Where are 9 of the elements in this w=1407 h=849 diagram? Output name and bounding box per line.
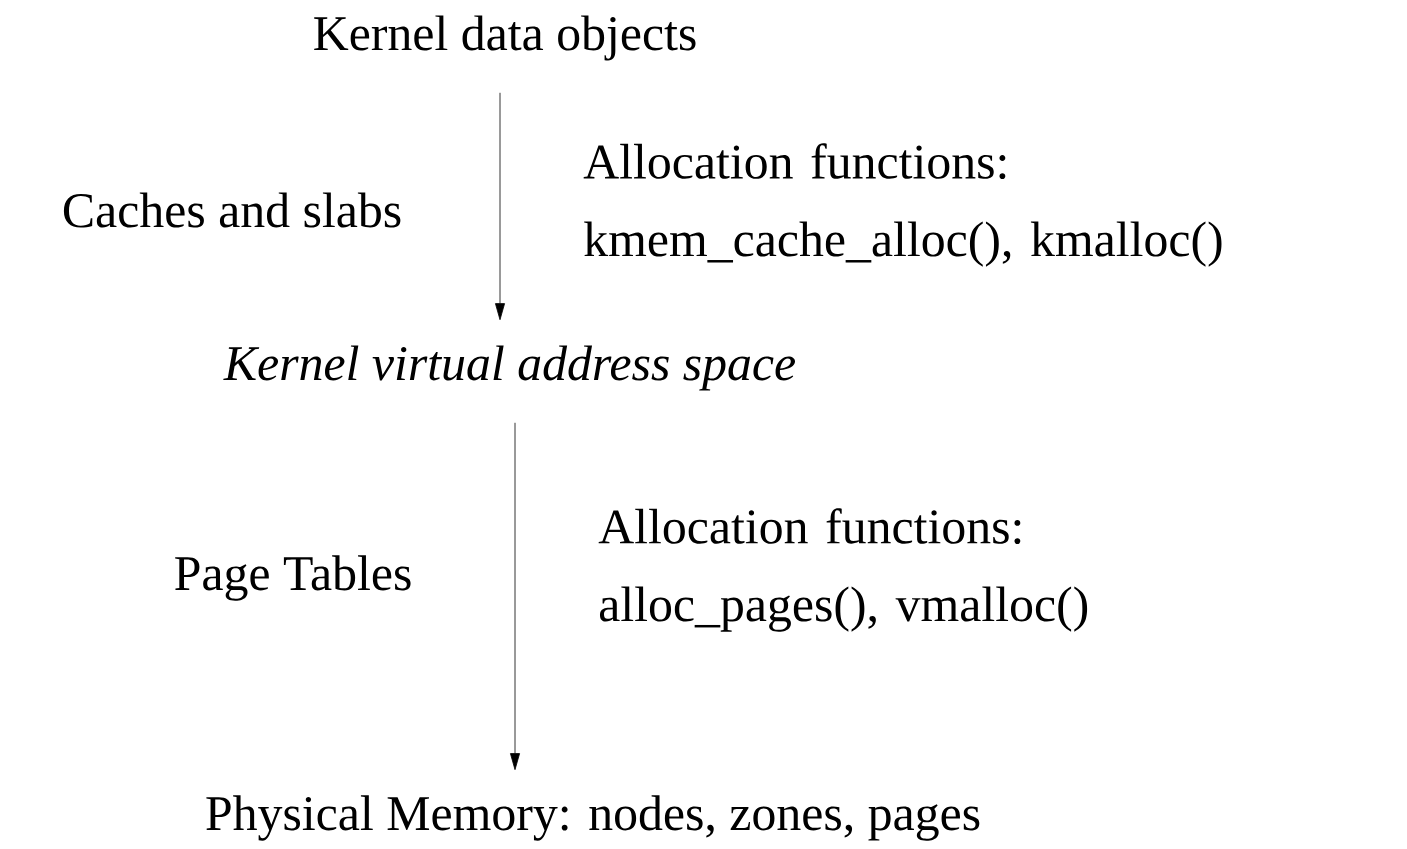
node-text: Physical Memory: nodes, zones, pages xyxy=(206,795,980,841)
side-label: Page Tables xyxy=(175,555,411,601)
arrow xyxy=(510,422,520,771)
side-label: Allocation functions: kmem_cache_alloc(), kmalloc() xyxy=(583,143,1222,267)
side-label: Allocation functions: alloc_pages(), vmalloc() xyxy=(598,508,1088,632)
arrow xyxy=(495,92,505,321)
node-text: Kernel data objects xyxy=(314,15,696,61)
side-label: Caches and slabs xyxy=(63,192,401,228)
node-text: Kernel virtual address space xyxy=(223,345,795,391)
